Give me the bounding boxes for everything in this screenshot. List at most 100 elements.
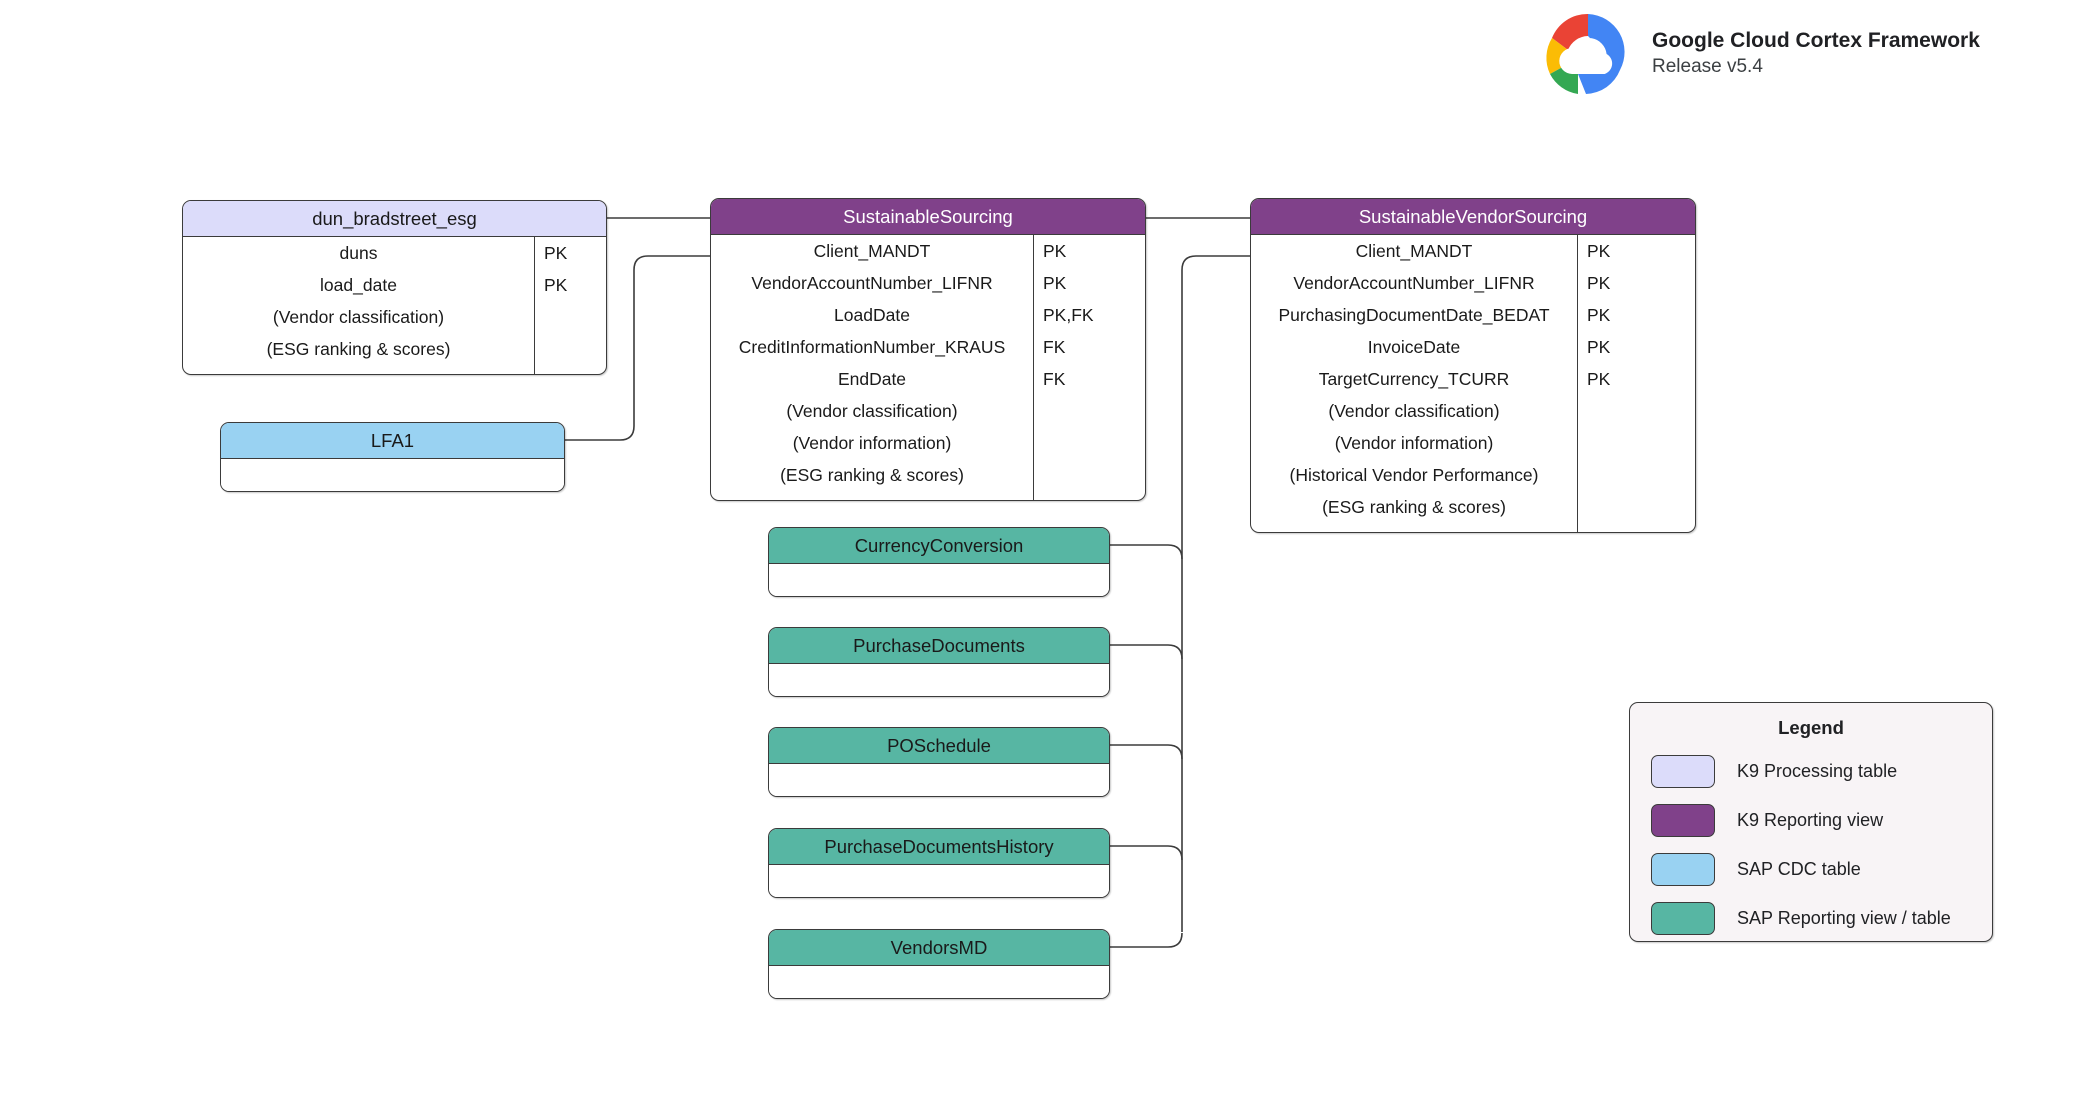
key-row <box>1578 395 1695 427</box>
entity-title: dun_bradstreet_esg <box>183 201 606 237</box>
entity-vendors-md[interactable]: VendorsMD <box>768 929 1110 999</box>
connector-trunk-vertical <box>1181 255 1250 932</box>
entity-keys: PK PK <box>534 237 606 374</box>
field-row: Client_MANDT <box>813 241 931 261</box>
entity-title: SustainableVendorSourcing <box>1251 199 1695 235</box>
entity-body: Client_MANDT VendorAccountNumber_LIFNR L… <box>711 235 1145 500</box>
brand-text-block: Google Cloud Cortex Framework Release v5… <box>1652 28 1980 79</box>
field-row: LoadDate <box>834 305 910 325</box>
legend-item-k9-processing-table: K9 Processing table <box>1630 747 1992 796</box>
entity-dun-bradstreet-esg[interactable]: dun_bradstreet_esg duns load_date (Vendo… <box>182 200 607 375</box>
entity-body <box>769 664 1109 696</box>
entity-title: POSchedule <box>769 728 1109 764</box>
key-row: PK,FK <box>1043 305 1094 325</box>
key-row <box>1034 427 1145 459</box>
key-row <box>1578 427 1695 459</box>
entity-fields: Client_MANDT VendorAccountNumber_LIFNR P… <box>1251 235 1577 532</box>
field-row: PurchasingDocumentDate_BEDAT <box>1278 305 1550 325</box>
key-row <box>535 301 606 333</box>
connector-purchasedocumentshistory-trunk <box>1110 845 1183 861</box>
legend-swatch <box>1651 853 1715 886</box>
field-row: (Vendor classification) <box>1328 401 1500 421</box>
entity-currency-conversion[interactable]: CurrencyConversion <box>768 527 1110 597</box>
field-row: EndDate <box>837 369 907 389</box>
key-row: FK <box>1043 337 1066 357</box>
legend-item-k9-reporting-view: K9 Reporting view <box>1630 796 1992 845</box>
brand-header: Google Cloud Cortex Framework Release v5… <box>1528 8 1980 100</box>
spacer <box>1578 523 1695 532</box>
field-row: load_date <box>320 275 397 295</box>
entity-title: LFA1 <box>221 423 564 459</box>
legend-panel: Legend K9 Processing table K9 Reporting … <box>1629 702 1993 942</box>
field-row: (Historical Vendor Performance) <box>1289 465 1539 485</box>
spacer <box>711 491 1033 500</box>
entity-title: CurrencyConversion <box>769 528 1109 564</box>
key-row: PK <box>1587 241 1611 261</box>
field-row: VendorAccountNumber_LIFNR <box>751 273 993 293</box>
connector-vendorsmd-trunk <box>1110 932 1183 948</box>
entity-lfa1[interactable]: LFA1 <box>220 422 565 492</box>
entity-body: Client_MANDT VendorAccountNumber_LIFNR P… <box>1251 235 1695 532</box>
key-row: PK <box>1587 369 1611 389</box>
field-row: (Vendor information) <box>1334 433 1494 453</box>
legend-swatch <box>1651 902 1715 935</box>
brand-title: Google Cloud Cortex Framework <box>1652 29 1980 53</box>
entity-fields: Client_MANDT VendorAccountNumber_LIFNR L… <box>711 235 1033 500</box>
entity-keys: PK PK PK,FK FK FK <box>1033 235 1145 500</box>
field-row: Client_MANDT <box>1355 241 1473 261</box>
entity-title: VendorsMD <box>769 930 1109 966</box>
key-row <box>1034 395 1145 427</box>
entity-purchase-documents-history[interactable]: PurchaseDocumentsHistory <box>768 828 1110 898</box>
key-row: PK <box>1043 241 1067 261</box>
field-row: (ESG ranking & scores) <box>780 465 964 485</box>
entity-body <box>769 966 1109 998</box>
field-row: InvoiceDate <box>1367 337 1461 357</box>
entity-body <box>221 459 564 491</box>
key-row <box>1034 459 1145 491</box>
connector-purchasedocuments-trunk <box>1110 644 1183 660</box>
entity-sustainable-vendor-sourcing[interactable]: SustainableVendorSourcing Client_MANDT V… <box>1250 198 1696 533</box>
legend-title: Legend <box>1778 717 1844 738</box>
legend-item-sap-reporting-view: SAP Reporting view / table <box>1630 894 1992 943</box>
entity-fields: duns load_date (Vendor classification) (… <box>183 237 534 374</box>
entity-body <box>769 764 1109 796</box>
connector-poschedule-trunk <box>1110 744 1183 760</box>
entity-sustainable-sourcing[interactable]: SustainableSourcing Client_MANDT VendorA… <box>710 198 1146 501</box>
key-row <box>1578 459 1695 491</box>
field-row: CreditInformationNumber_KRAUS <box>738 337 1006 357</box>
spacer <box>183 365 534 374</box>
legend-item-sap-cdc-table: SAP CDC table <box>1630 845 1992 894</box>
field-row: (ESG ranking & scores) <box>266 339 451 359</box>
entity-po-schedule[interactable]: POSchedule <box>768 727 1110 797</box>
field-row: (Vendor classification) <box>786 401 958 421</box>
key-row: PK <box>544 243 568 263</box>
entity-body: duns load_date (Vendor classification) (… <box>183 237 606 374</box>
key-row: PK <box>1043 273 1067 293</box>
field-row: (ESG ranking & scores) <box>1322 497 1506 517</box>
brand-release: Release v5.4 <box>1652 56 1763 78</box>
entity-body <box>769 865 1109 897</box>
key-row <box>1578 491 1695 523</box>
google-cloud-logo <box>1546 13 1625 94</box>
key-row: FK <box>1043 369 1066 389</box>
legend-label: K9 Reporting view <box>1737 810 1884 830</box>
entity-keys: PK PK PK PK PK <box>1577 235 1695 532</box>
key-row: PK <box>1587 337 1611 357</box>
entity-body <box>769 564 1109 596</box>
field-row: VendorAccountNumber_LIFNR <box>1293 273 1535 293</box>
spacer <box>1251 523 1577 532</box>
entity-title: SustainableSourcing <box>711 199 1145 235</box>
key-row: PK <box>1587 305 1611 325</box>
field-row: duns <box>339 243 378 263</box>
legend-swatch <box>1651 804 1715 837</box>
legend-label: SAP CDC table <box>1737 859 1861 879</box>
legend-swatch <box>1651 755 1715 788</box>
key-row: PK <box>544 275 568 295</box>
entity-purchase-documents[interactable]: PurchaseDocuments <box>768 627 1110 697</box>
field-row: (Vendor information) <box>792 433 952 453</box>
entity-title: PurchaseDocuments <box>769 628 1109 664</box>
entity-title: PurchaseDocumentsHistory <box>769 829 1109 865</box>
spacer <box>1034 491 1145 500</box>
key-row <box>535 333 606 365</box>
spacer <box>535 365 606 374</box>
